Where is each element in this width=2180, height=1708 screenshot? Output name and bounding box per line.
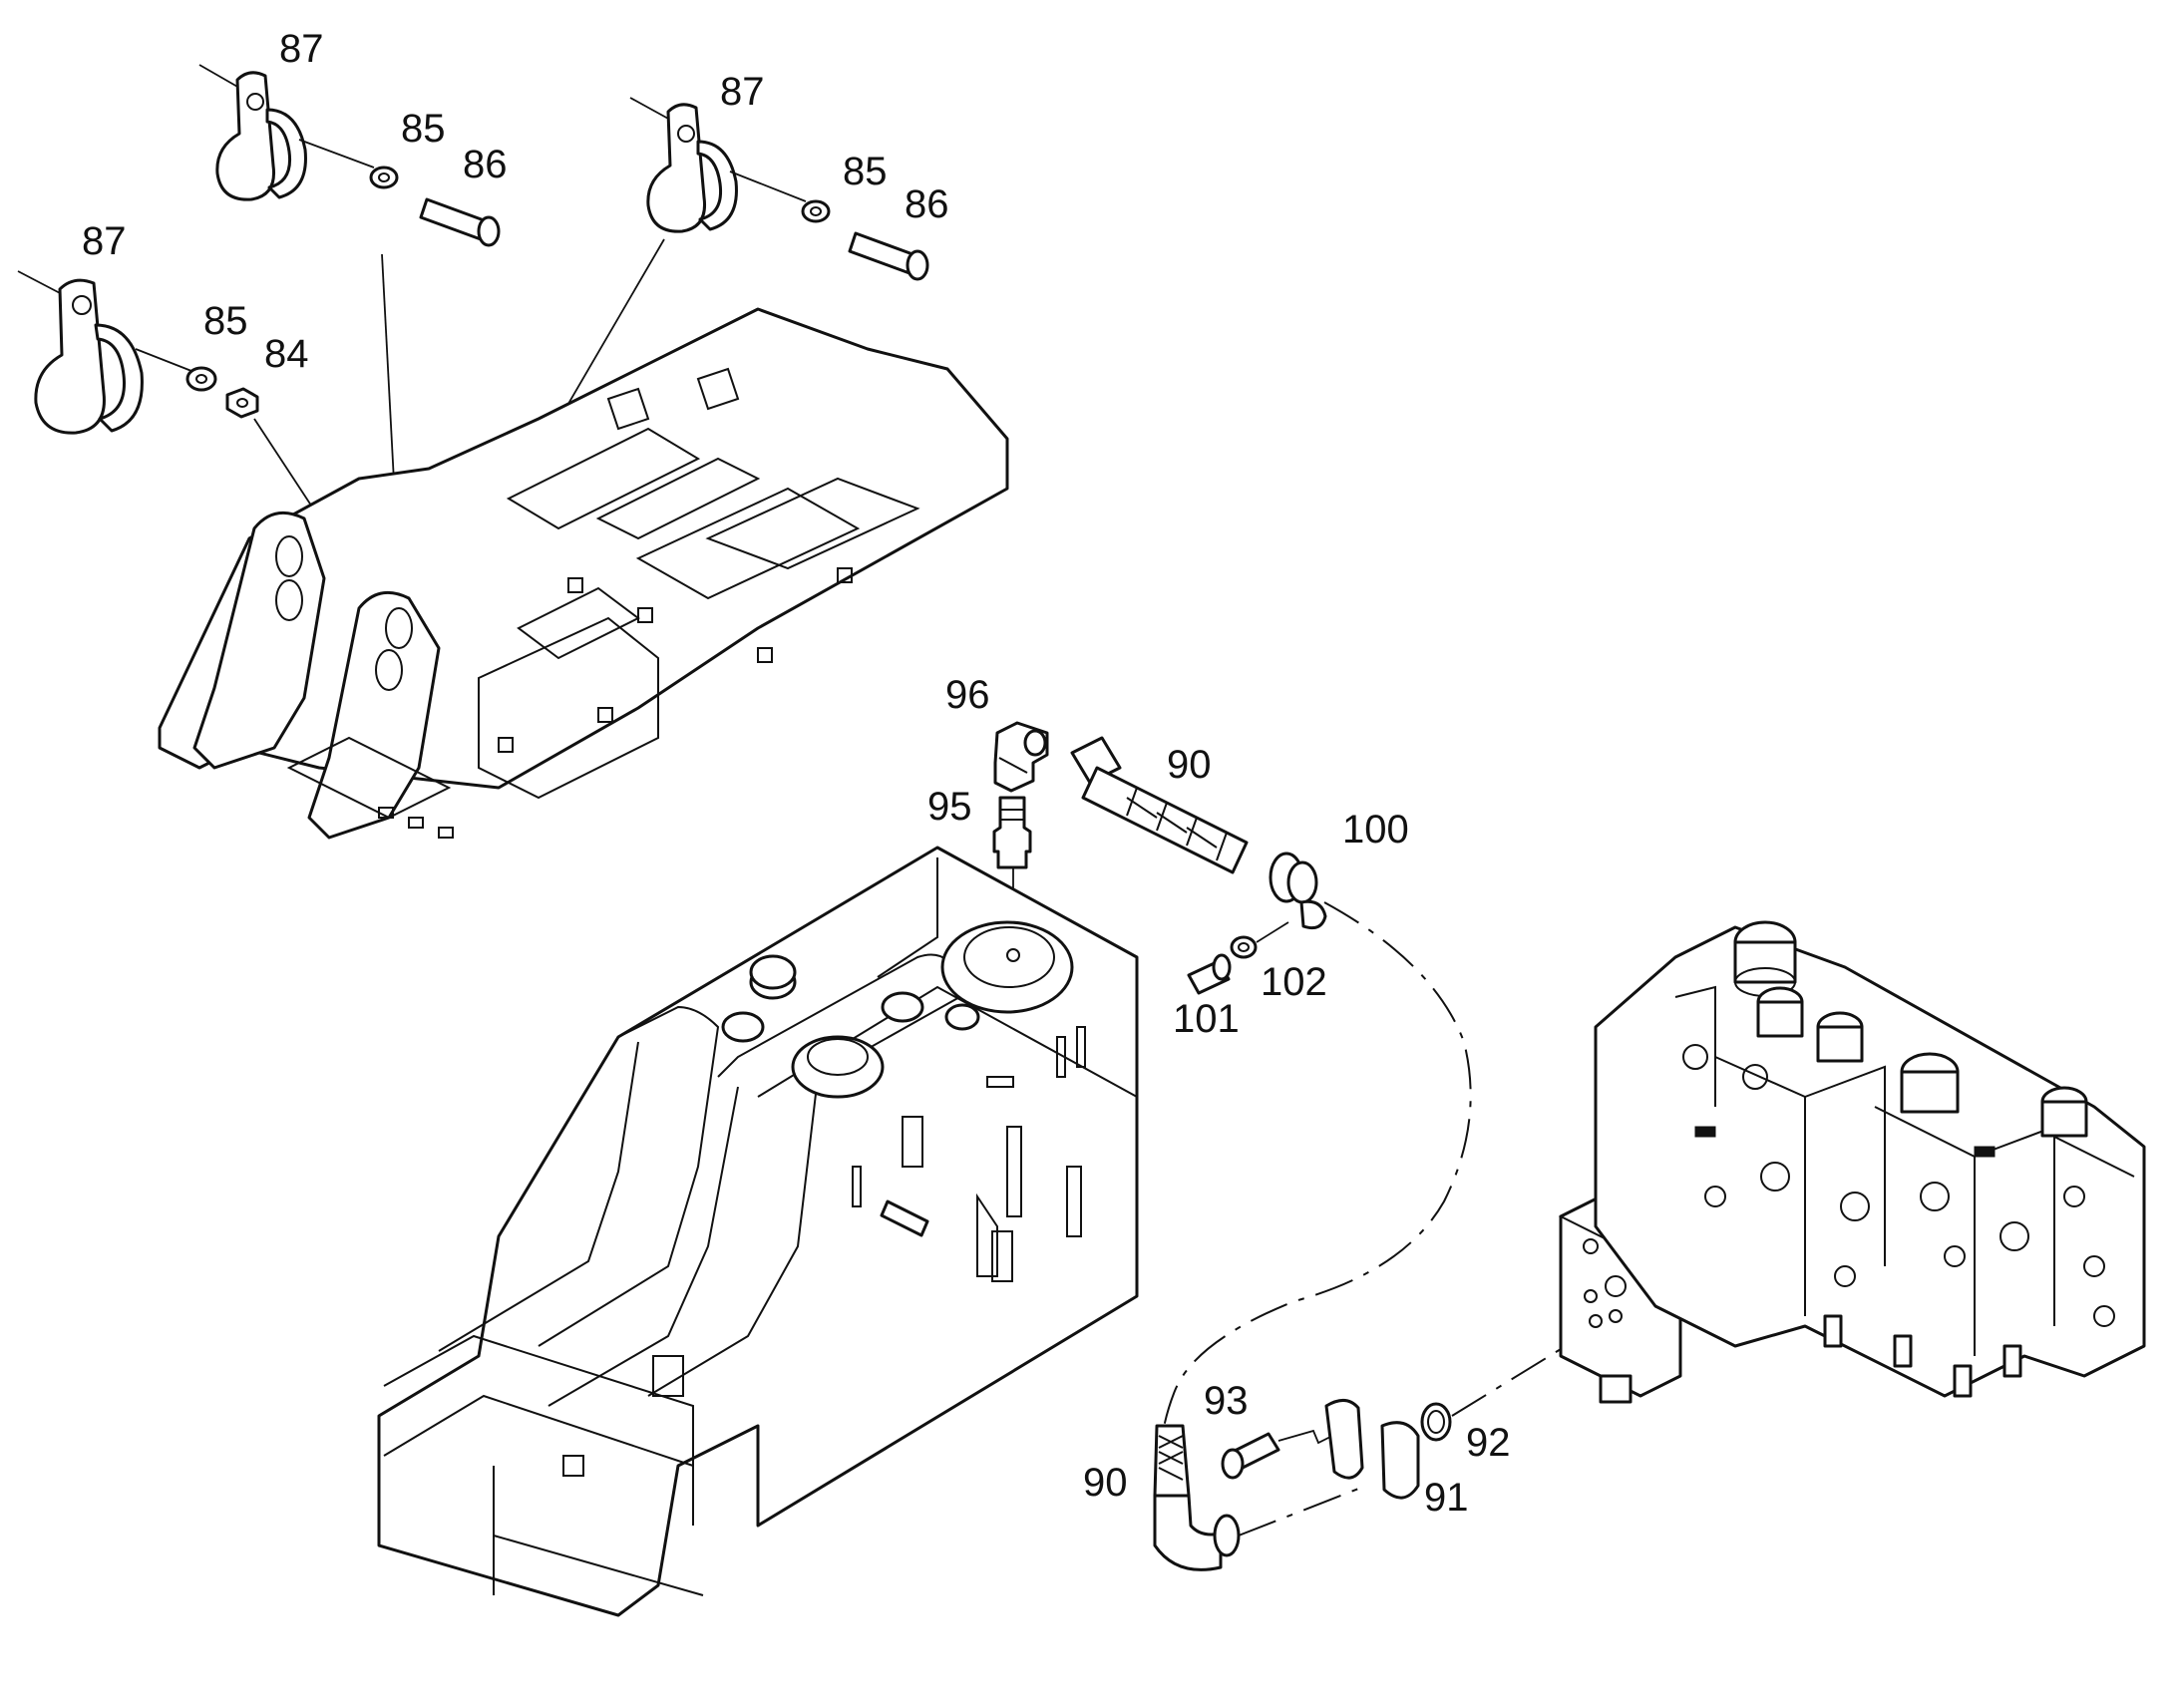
callout-87-middle: 87	[720, 70, 765, 114]
clamp-87-left[interactable]	[17, 270, 192, 435]
callout-92: 92	[1466, 1421, 1511, 1465]
main-control-valve[interactable]	[1594, 920, 2146, 1398]
callout-85-middle: 85	[843, 150, 888, 193]
bolt-93[interactable]	[1221, 1432, 1280, 1480]
o-ring-92[interactable]	[1420, 1402, 1452, 1442]
dash-90-to-91	[1238, 1485, 1367, 1537]
flange-half-91[interactable]	[1324, 1399, 1420, 1500]
washer-85-left[interactable]	[185, 366, 217, 392]
washer-85-middle[interactable]	[801, 199, 831, 223]
callout-100: 100	[1342, 808, 1409, 852]
callout-95: 95	[927, 785, 972, 829]
callout-91: 91	[1424, 1476, 1469, 1520]
callout-87-top: 87	[279, 27, 324, 71]
callout-101: 101	[1173, 997, 1240, 1041]
callout-90-upper: 90	[1167, 743, 1212, 787]
washer-102[interactable]	[1230, 935, 1258, 959]
nut-84[interactable]	[225, 387, 259, 419]
hose-90-lower[interactable]	[1153, 1424, 1241, 1571]
callout-102: 102	[1261, 960, 1327, 1004]
hose-clamp-100[interactable]	[1269, 852, 1327, 930]
callout-84: 84	[264, 332, 309, 376]
hose-90-upper[interactable]	[1070, 736, 1249, 874]
dash-92-to-block	[1451, 1345, 1567, 1417]
leader-102-to-100	[1256, 921, 1289, 943]
bolt-86-middle[interactable]	[848, 231, 929, 281]
clamp-87-middle[interactable]	[629, 97, 807, 233]
washer-85-top[interactable]	[369, 166, 399, 189]
chassis-frame[interactable]	[158, 307, 1009, 840]
hose-route-line	[1158, 901, 1472, 1502]
clamp-87-top[interactable]	[198, 64, 375, 201]
callout-96: 96	[945, 673, 990, 717]
callout-90-lower: 90	[1083, 1461, 1128, 1505]
callout-87-left: 87	[82, 219, 127, 263]
callout-93: 93	[1204, 1379, 1249, 1423]
callout-85-top: 85	[401, 107, 446, 151]
callout-85-left: 85	[203, 299, 248, 343]
callout-86-middle: 86	[905, 182, 949, 226]
bolt-101[interactable]	[1187, 953, 1232, 995]
callout-86-top: 86	[463, 143, 508, 186]
hydraulic-tank[interactable]	[377, 846, 1139, 1617]
adapter-fitting-95[interactable]	[992, 796, 1032, 869]
elbow-fitting-96[interactable]	[993, 721, 1049, 793]
bolt-86-top[interactable]	[419, 197, 501, 247]
